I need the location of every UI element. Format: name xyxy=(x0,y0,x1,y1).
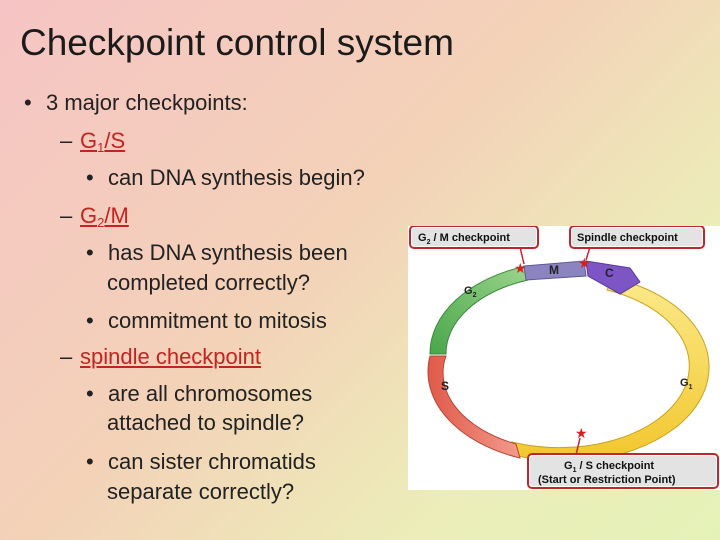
checkpoint-g2m: –G2/M xyxy=(60,203,129,229)
g1s-callout-line xyxy=(575,437,581,456)
spindle-checkpoint-label: Spindle checkpoint xyxy=(569,226,705,249)
spindle-callout-line xyxy=(585,246,591,261)
g1s-label-text: G1 / S checkpoint xyxy=(564,460,654,474)
phase-g1-label: G1 xyxy=(680,377,693,391)
g2m-label: G2/M xyxy=(80,203,129,230)
g2m-label-fill xyxy=(412,228,536,246)
bullet-dot: • xyxy=(86,381,94,406)
g1s-checkpoint-star: ★ xyxy=(575,425,588,441)
bullet-dot: • xyxy=(86,240,94,265)
checkpoint-g1s: –G1/S xyxy=(60,128,125,154)
cell-cycle-diagram: ★ ★ ★ M C G2 S G1 G2 / M checkpoint Spin… xyxy=(408,226,720,490)
phase-g2-label: G2 xyxy=(464,285,477,299)
dash: – xyxy=(60,128,73,153)
bullet-dot: • xyxy=(24,90,32,115)
checkpoint-spindle: –spindle checkpoint xyxy=(60,344,261,370)
g1s-label-subtext: (Start or Restriction Point) xyxy=(538,474,676,486)
g2-phase-arc xyxy=(429,265,529,355)
bullet-main: • 3 major checkpoints: xyxy=(24,90,248,116)
dash: – xyxy=(60,344,73,369)
bullet-dot: • xyxy=(86,449,94,474)
s-phase-arc xyxy=(427,355,521,459)
m-phase-arc xyxy=(523,260,587,281)
g1-phase-arc xyxy=(511,277,710,462)
g2m-subitem-1-cont: completed correctly? xyxy=(107,270,310,295)
bullet-dot: • xyxy=(86,165,94,190)
bullet-dot: • xyxy=(86,308,94,333)
dash: – xyxy=(60,203,73,228)
phase-c-label: C xyxy=(605,266,614,280)
phase-s-label: S xyxy=(441,379,449,393)
g2m-subitem-2: • commitment to mitosis xyxy=(86,308,327,334)
bullet-list: •3 major checkpoints: –G1/S •can DNA syn… xyxy=(24,90,365,504)
g1s-subitem: • can DNA synthesis begin? xyxy=(86,165,365,191)
g2m-checkpoint-star: ★ xyxy=(514,260,527,276)
spindle-label: spindle checkpoint xyxy=(80,344,262,369)
spindle-subitem-1-cont: attached to spindle? xyxy=(107,410,304,435)
phase-m-label: M xyxy=(549,263,559,277)
c-phase-arc xyxy=(585,260,641,295)
spindle-subitem-1: • are all chromosomes xyxy=(86,381,312,407)
cell-cycle-svg: ★ ★ ★ M C G2 S G1 G2 / M checkpoint Spin… xyxy=(409,226,719,489)
g1s-checkpoint-label: G1 / S checkpoint (Start or Restriction … xyxy=(527,453,719,489)
g2m-subitem-1-text: has DNA synthesis been xyxy=(108,240,348,265)
slide-title: Checkpoint control system xyxy=(20,22,454,63)
g1s-subitem-text: can DNA synthesis begin? xyxy=(108,165,365,190)
g2m-label-text: G2 / M checkpoint xyxy=(418,232,510,246)
g1s-label: G1/S xyxy=(80,128,126,155)
spindle-subitem-2-text: can sister chromatids xyxy=(108,449,316,474)
spindle-subitem-2: • can sister chromatids xyxy=(86,449,316,475)
spindle-checkpoint-star: ★ xyxy=(578,255,591,271)
spindle-subitem-1-text: are all chromosomes xyxy=(108,381,313,406)
g2m-subitem-1: • has DNA synthesis been xyxy=(86,240,348,266)
g2m-subitem-2-text: commitment to mitosis xyxy=(108,308,327,333)
spindle-label-fill xyxy=(572,228,702,246)
spindle-subitem-2-cont: separate correctly? xyxy=(107,479,295,504)
bullet-main-text: 3 major checkpoints: xyxy=(46,90,248,115)
g2m-callout-line xyxy=(519,246,525,265)
g1s-label-fill xyxy=(530,456,716,486)
g2m-checkpoint-label: G2 / M checkpoint xyxy=(409,226,539,249)
spindle-label-text: Spindle checkpoint xyxy=(577,232,678,244)
